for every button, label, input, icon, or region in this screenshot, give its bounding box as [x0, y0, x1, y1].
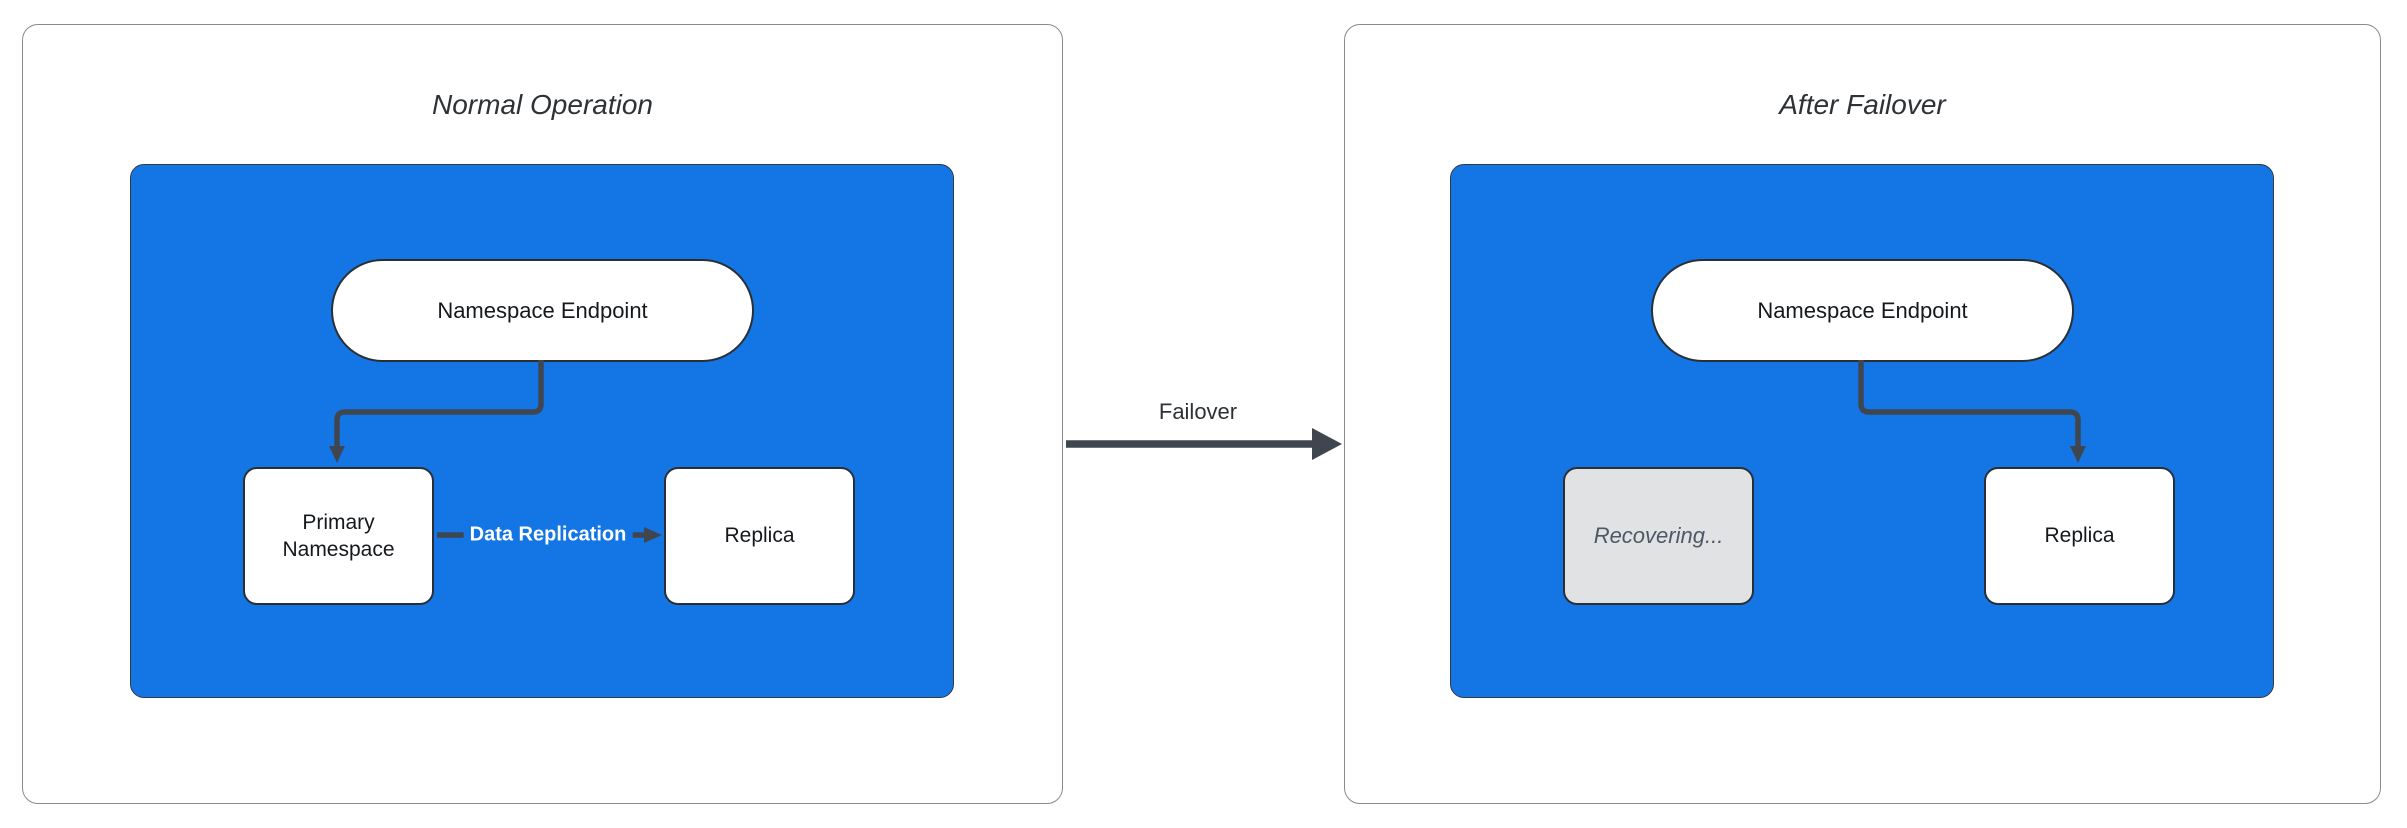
- panel-after-failover: After Failover Namespace Endpoint Recove…: [1344, 24, 2381, 804]
- node-primary-namespace: Primary Namespace: [243, 467, 434, 605]
- arrowhead-failover-icon: [1312, 428, 1342, 460]
- panel-title-after-failover: After Failover: [1779, 89, 1946, 120]
- node-replica-failover: Replica: [1984, 467, 2175, 605]
- node-namespace-endpoint-normal: Namespace Endpoint: [331, 259, 754, 362]
- panel-title-normal-operation: Normal Operation: [432, 89, 653, 120]
- edge-label-failover: Failover: [1148, 397, 1248, 427]
- namespace-group-failover: Namespace Endpoint Recovering... Replica: [1450, 164, 2274, 698]
- edge-label-data-replication: Data Replication: [463, 521, 633, 549]
- node-namespace-endpoint-failover: Namespace Endpoint: [1651, 259, 2074, 362]
- panel-normal-operation: Normal Operation Namespace Endpoint Prim…: [22, 24, 1063, 804]
- node-recovering: Recovering...: [1563, 467, 1754, 605]
- namespace-group-normal: Namespace Endpoint Primary Namespace Rep…: [130, 164, 954, 698]
- node-replica-normal: Replica: [664, 467, 855, 605]
